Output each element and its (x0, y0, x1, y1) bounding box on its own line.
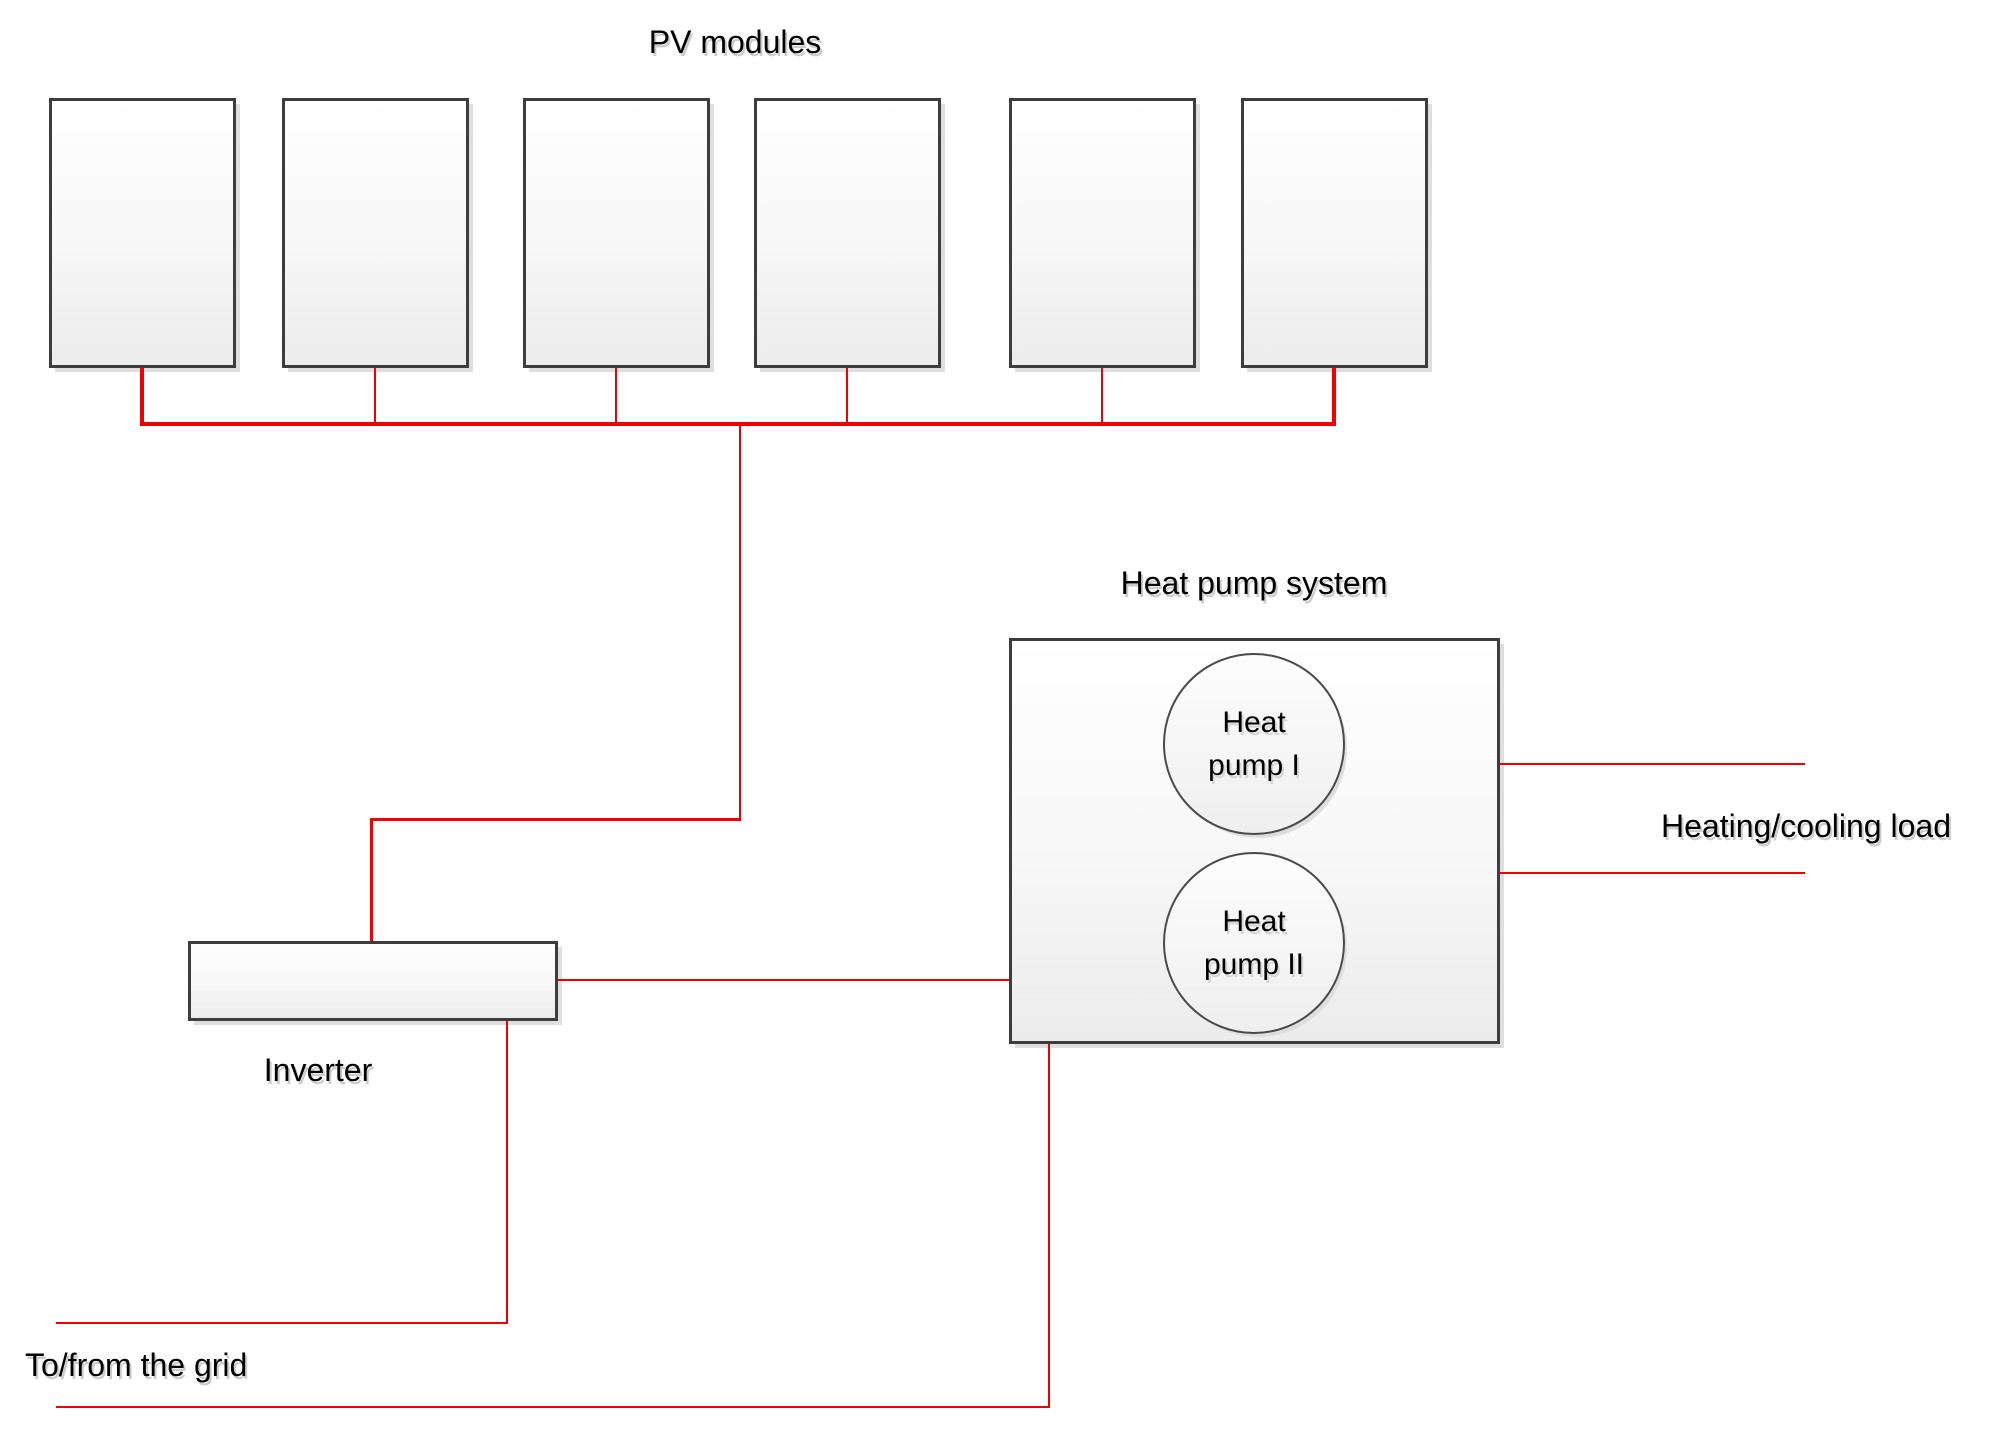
connector-bus-horizontal (140, 422, 1336, 426)
connector-bus-left-drop (140, 368, 144, 426)
connector-module-drop (1101, 368, 1103, 422)
connector-heat-pump-to-grid-vertical (1048, 1044, 1050, 1408)
heating-cooling-load-label: Heating/cooling load (1661, 808, 1951, 844)
connector-heating-cooling-return (1500, 872, 1805, 874)
pv-module (49, 98, 236, 368)
connector-module-drop (615, 368, 617, 422)
heat-pump-system-title: Heat pump system (1120, 565, 1388, 601)
heat-pump-2-circle: Heat pump II (1163, 852, 1345, 1034)
pv-module (282, 98, 469, 368)
inverter-box (188, 941, 558, 1021)
heat-pump-1-label-line2: pump I (1208, 749, 1300, 782)
connector-module-drop (846, 368, 848, 422)
to-from-grid-label: To/from the grid (25, 1347, 248, 1383)
connector-bus-right-drop (1332, 368, 1336, 426)
heat-pump-2-label-line2: pump II (1203, 948, 1305, 981)
connector-heating-cooling-supply (1500, 763, 1805, 765)
connector-inverter-to-grid-vertical (506, 1021, 508, 1324)
connector-bus-to-inverter-vertical (739, 426, 741, 821)
heat-pump-1-label-line1: Heat (1222, 706, 1286, 739)
pv-module (1241, 98, 1428, 368)
connector-inverter-to-grid-horizontal (56, 1322, 508, 1324)
heat-pump-1-circle: Heat pump I (1163, 653, 1345, 835)
pv-module (754, 98, 941, 368)
connector-bus-to-inverter-elbow-vertical (370, 818, 373, 941)
pv-module (1009, 98, 1196, 368)
connector-inverter-to-heat-pump (558, 979, 1009, 981)
connector-bus-to-inverter-elbow-horizontal (370, 818, 741, 821)
inverter-label: Inverter (263, 1052, 373, 1088)
pv-modules-title: PV modules (648, 24, 822, 60)
connector-heat-pump-to-grid-horizontal (56, 1406, 1050, 1408)
heat-pump-2-label-line1: Heat (1222, 905, 1286, 938)
connector-module-drop (374, 368, 376, 422)
pv-module (523, 98, 710, 368)
